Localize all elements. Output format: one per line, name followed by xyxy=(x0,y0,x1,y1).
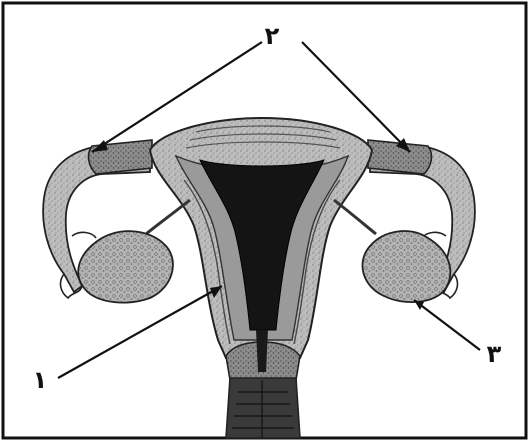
label-3: ۳ xyxy=(487,340,502,368)
left-ovary xyxy=(78,231,173,302)
right-ovarian-ligament xyxy=(334,200,376,234)
label-1: ۱ xyxy=(33,366,48,394)
label-2: ۲ xyxy=(265,22,280,50)
vagina xyxy=(226,378,300,438)
leader-line-3 xyxy=(414,300,480,350)
left-tube-isthmus xyxy=(89,140,152,174)
cervical-canal xyxy=(256,330,268,372)
right-ovary xyxy=(362,231,450,302)
left-ovarian-ligament xyxy=(146,200,190,234)
